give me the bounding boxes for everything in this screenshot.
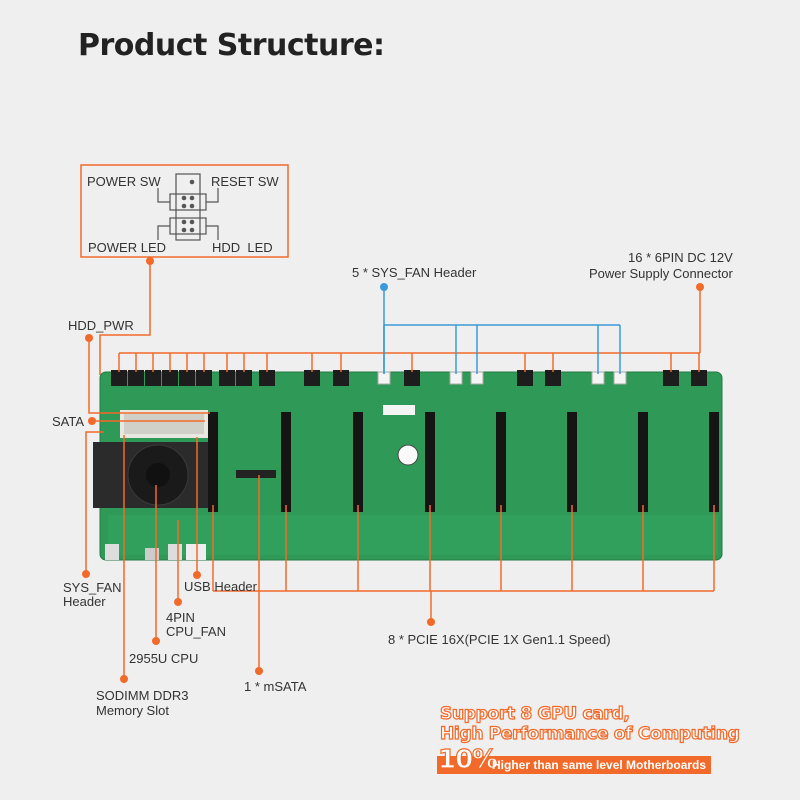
cpu-fan-callout-line2: CPU_FAN <box>166 624 226 639</box>
hdd-pwr-callout: HDD_PWR <box>68 318 134 333</box>
header-pins <box>181 179 195 233</box>
memory-callout-line2: Memory Slot <box>96 703 169 718</box>
power-connector <box>304 370 320 386</box>
sys-fan-callout-line2: Header <box>63 594 106 609</box>
power-connector <box>145 370 161 386</box>
pcie-slot <box>496 412 506 512</box>
power-connector <box>179 370 195 386</box>
pcie-callout: 8 * PCIE 16X(PCIE 1X Gen1.1 Speed) <box>388 632 611 647</box>
power-connector-callout-line2: Power Supply Connector <box>589 266 733 281</box>
memory-callout-line1: SODIMM DDR3 <box>96 688 189 703</box>
pcie-slot <box>709 412 719 512</box>
sys-fan-header-callout: 5 * SYS_FAN Header <box>352 265 477 280</box>
promo-subtext: Higher than same level Motherboards <box>492 758 707 772</box>
pcie-slot <box>638 412 648 512</box>
cpu-callout: 2955U CPU <box>129 651 199 666</box>
reset-sw-label: RESET SW <box>211 174 279 189</box>
pcie-slot <box>567 412 577 512</box>
fan-connectors <box>377 371 627 385</box>
power-connector <box>517 370 533 386</box>
msata-callout: 1 * mSATA <box>244 679 307 694</box>
power-connector <box>162 370 178 386</box>
front-panel-header-icon <box>157 173 219 241</box>
power-connector <box>236 370 252 386</box>
promo-headline: Support 8 GPU card, High Performance of … <box>439 703 740 744</box>
power-connector <box>404 370 420 386</box>
pcie-slot <box>353 412 363 512</box>
pcie-slot <box>208 412 218 512</box>
front-panel-box <box>80 164 289 258</box>
power-connector <box>663 370 679 386</box>
power-connectors <box>111 370 707 386</box>
power-connector-callout-line1: 16 * 6PIN DC 12V <box>628 250 733 265</box>
power-connector <box>333 370 349 386</box>
power-connector <box>691 370 707 386</box>
pcie-slots <box>208 412 719 512</box>
power-sw-label: POWER SW <box>87 174 161 189</box>
promo-line1: Support 8 GPU card, <box>439 703 630 724</box>
power-connector <box>128 370 144 386</box>
page-title: Product Structure: <box>78 28 385 63</box>
motherboard-image <box>93 371 723 561</box>
cpu-fan-callout-line1: 4PIN <box>166 610 195 625</box>
sata-callout: SATA <box>52 414 85 429</box>
promo-line2: High Performance of Computing <box>439 723 740 744</box>
power-connector <box>219 370 235 386</box>
promo-percent: 10% <box>437 744 498 775</box>
hdd-led-label: HDD LED <box>212 240 273 255</box>
power-connector <box>196 370 212 386</box>
sys-fan-callout-line1: SYS_FAN <box>63 580 122 595</box>
power-connector <box>545 370 561 386</box>
power-led-label: POWER LED <box>88 240 167 255</box>
usb-header-callout: USB Header <box>184 579 257 594</box>
pcie-slot <box>281 412 291 512</box>
power-connector <box>259 370 275 386</box>
pcie-slot <box>425 412 435 512</box>
power-connector <box>111 370 127 386</box>
promo-banner <box>437 756 711 774</box>
